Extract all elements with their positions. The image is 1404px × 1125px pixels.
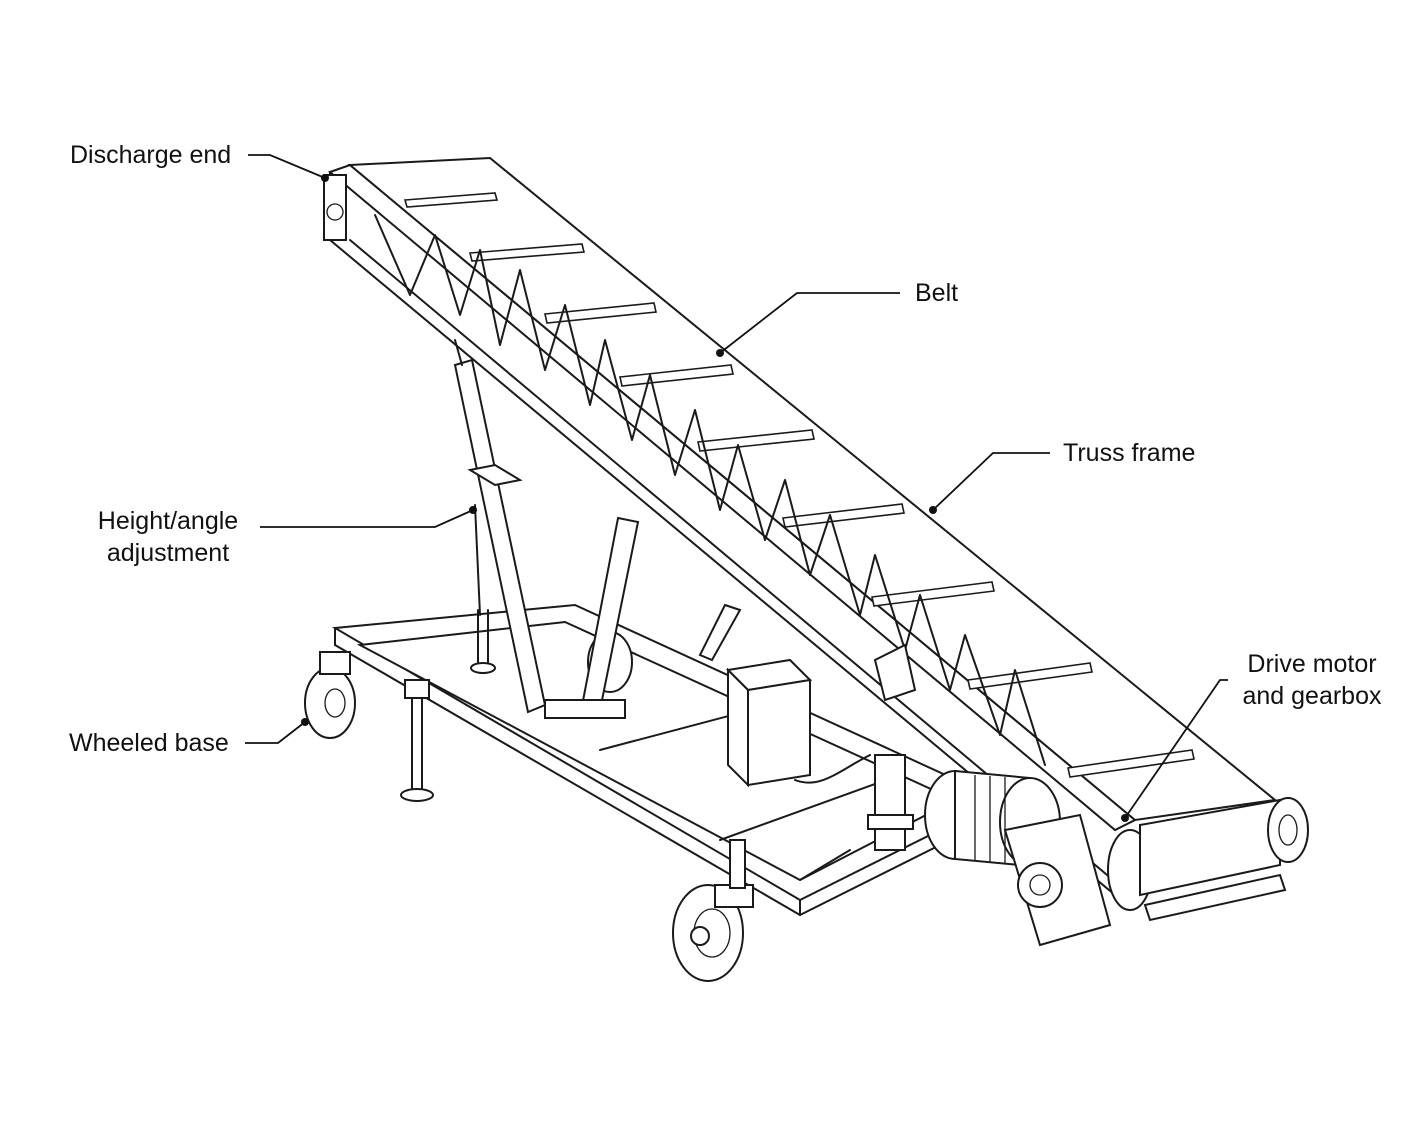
height-angle-struts [453, 339, 742, 719]
label-height-angle-line2: adjustment [106, 539, 230, 567]
label-drive-motor-line2: and gearbox [1242, 682, 1382, 710]
discharge-end-bracket [323, 174, 347, 241]
truss-frame [374, 214, 1046, 766]
label-belt: Belt [915, 279, 959, 307]
belt-slats [403, 192, 1195, 778]
conveyor-bed [328, 156, 1278, 896]
drive-motor-gearbox [924, 769, 1153, 947]
label-height-angle-line1: Height/angle [97, 507, 239, 535]
label-drive-motor-gearbox: Drive motor and gearbox [1232, 648, 1392, 712]
tail-pulley [1139, 797, 1309, 922]
leveling-jacks [400, 609, 496, 802]
label-truss-frame: Truss frame [1063, 439, 1196, 467]
label-height-angle-adjustment: Height/angle adjustment [80, 505, 256, 569]
label-discharge-end: Discharge end [70, 141, 232, 169]
label-drive-motor-line1: Drive motor [1247, 650, 1377, 678]
drive-post [867, 643, 917, 851]
control-box [725, 658, 871, 788]
leader-lines [245, 154, 1228, 822]
label-wheeled-base: Wheeled base [69, 729, 229, 757]
